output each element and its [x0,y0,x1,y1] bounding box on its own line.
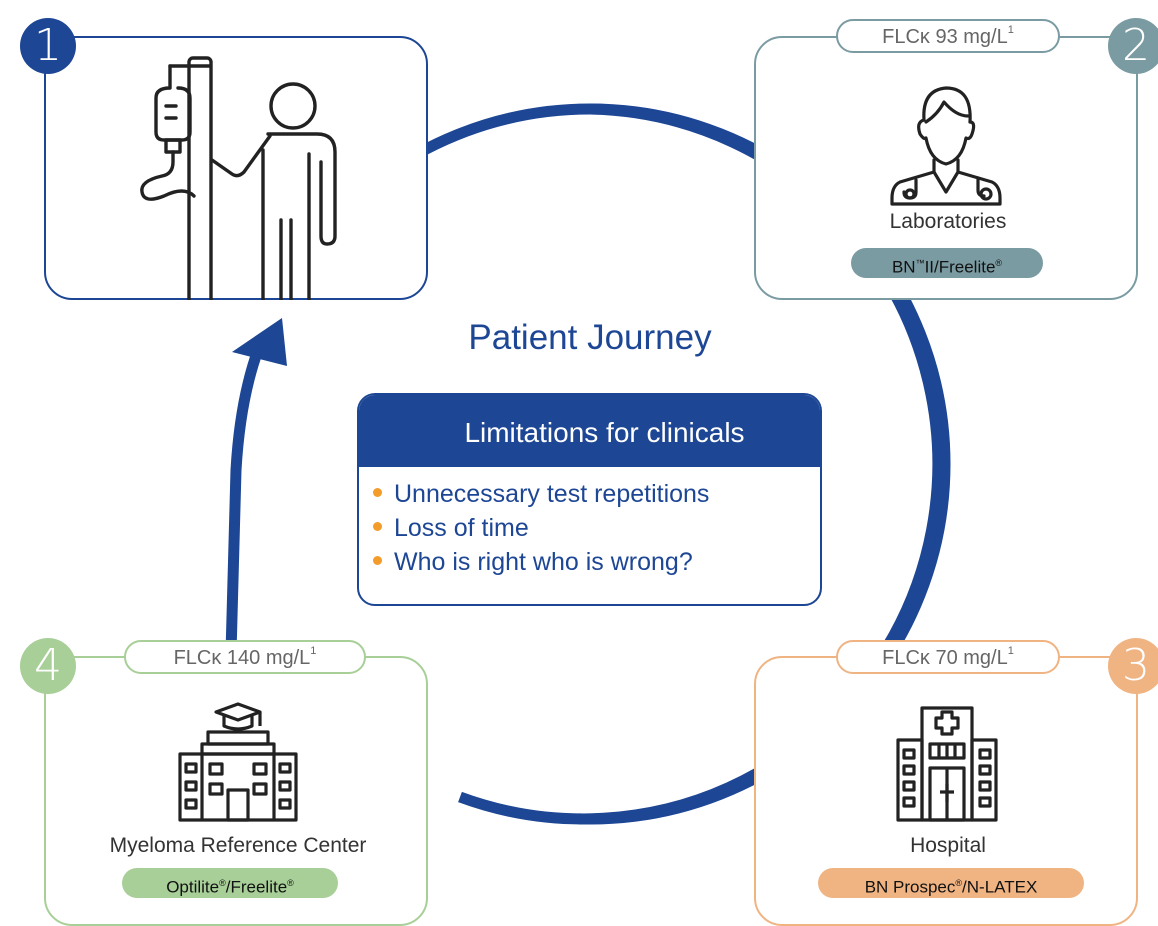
step-3-result-pill: FLCκ 70 mg/L1 [836,640,1060,674]
limitations-heading: Limitations for clinicals [359,395,820,467]
step-4-method-part-b: /Freelite [225,877,288,897]
step-2-label: Laboratories [889,210,1007,233]
step-2-number: 2 [1108,18,1158,74]
step-4-result-ref: 1 [310,645,317,657]
step-2-result-pill: FLCκ 93 mg/L1 [836,19,1060,53]
step-2-method-reg: ® [995,258,1003,268]
step-4-method-badge: Optilite®/Freelite® [122,868,338,898]
step-4-method-part-a: Optilite [166,877,220,897]
limitation-text: Unnecessary test repetitions [394,480,710,508]
step-1-number: 1 [20,18,76,74]
step-2-method-part-b: II/Freelite [924,257,996,277]
limitation-item: Who is right who is wrong? [373,545,820,579]
step-2-card: Laboratories BN™II/Freelite® [754,36,1138,300]
step-4-number: 4 [20,638,76,694]
step-2-method-badge: BN™II/Freelite® [851,248,1043,278]
hospital-building-icon [896,706,998,822]
limitation-text: Loss of time [394,514,529,542]
limitations-list: Unnecessary test repetitions Loss of tim… [359,467,820,579]
step-4-label: Myeloma Reference Center [109,834,367,857]
diagram-title: Patient Journey [468,318,712,357]
bullet-dot-icon [373,487,382,497]
step-4-method-reg-2: ® [287,878,294,888]
step-3-method-reg: ® [955,878,963,888]
step-4-result: FLCκ 140 mg/L [173,647,311,669]
step-4-card: Myeloma Reference Center Optilite®/Freel… [44,656,428,926]
university-building-icon [178,702,298,822]
step-3-card: Hospital BN Prospec®/N-LATEX [754,656,1138,926]
step-3-method-badge: BN Prospec®/N-LATEX [818,868,1084,898]
step-3-label: Hospital [910,834,986,857]
step-2-method-tm: ™ [915,258,925,268]
limitation-item: Unnecessary test repetitions [373,477,820,511]
step-2-result-ref: 1 [1007,24,1014,36]
patient-iv-drip-icon [140,56,337,300]
doctor-stethoscope-icon [890,86,1002,206]
limitations-box: Limitations for clinicals Unnecessary te… [357,393,822,606]
step-3-result: FLCκ 70 mg/L [882,647,1008,669]
step-3-method-part-b: /N-LATEX [962,877,1038,897]
step-1-card [44,36,428,300]
step-2-result: FLCκ 93 mg/L [882,26,1008,48]
cycle-arrowhead [232,318,287,366]
step-2-method-part-a: BN [891,257,916,277]
step-3-method-part-a: BN Prospec [864,877,956,897]
cycle-arc-left [224,348,264,691]
step-3-result-ref: 1 [1007,645,1014,657]
step-3-number: 3 [1108,638,1158,694]
step-4-result-pill: FLCκ 140 mg/L1 [124,640,366,674]
bullet-dot-icon [373,521,382,531]
bullet-dot-icon [373,555,382,565]
limitation-item: Loss of time [373,511,820,545]
limitation-text: Who is right who is wrong? [394,548,693,576]
step-4-method-reg-1: ® [219,878,226,888]
